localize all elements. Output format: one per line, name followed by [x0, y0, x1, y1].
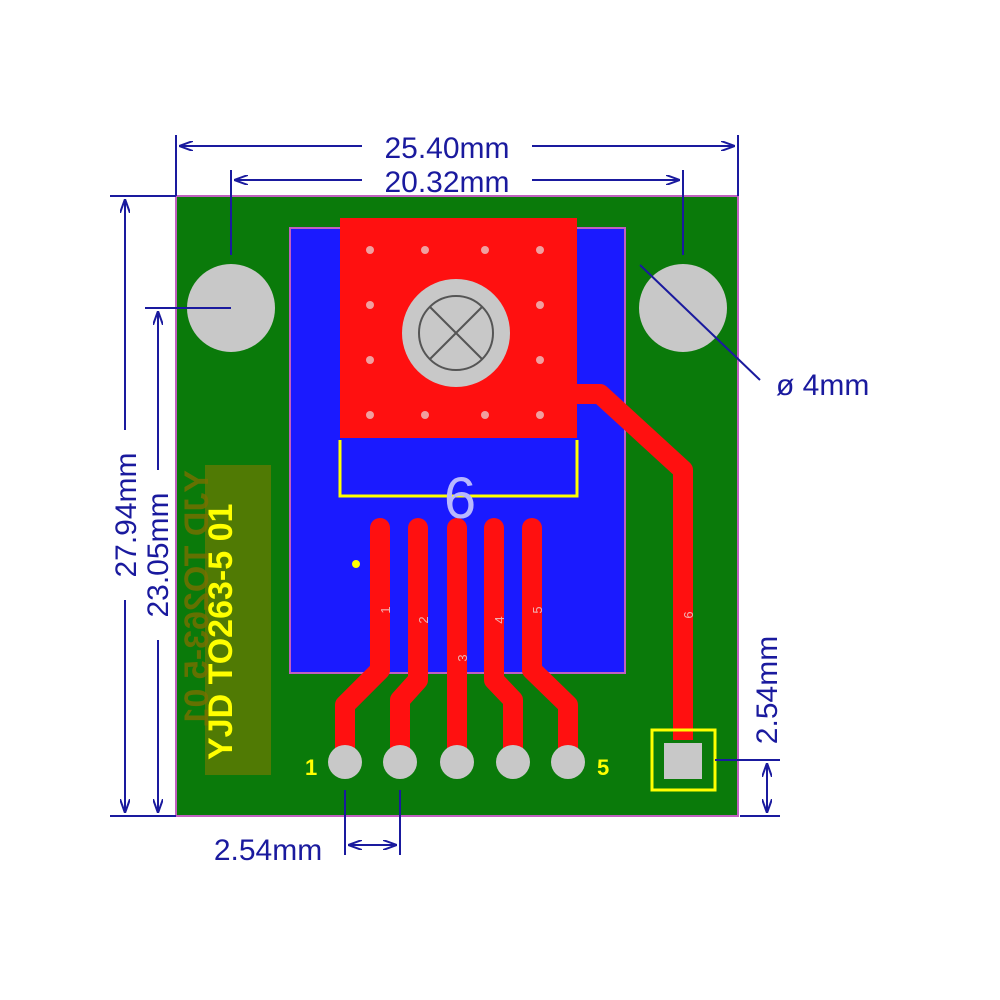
trace-label-1: 1 [378, 606, 393, 613]
tab-number-label: 6 [444, 466, 476, 531]
dimension-height-inner: 23.05mm [142, 307, 231, 812]
svg-text:2.54mm: 2.54mm [214, 834, 322, 867]
pin-traces [335, 518, 578, 770]
dimension-width-outer: 25.40mm [175, 130, 739, 196]
dimension-width-holes: 20.32mm [230, 164, 684, 255]
dimension-pitch-bottom: 2.54mm [214, 790, 401, 867]
trace-label-4: 4 [492, 616, 507, 623]
center-mounting-hole [402, 279, 510, 387]
board-title-mirrored: YJD TO263-5 01 [178, 470, 216, 726]
svg-text:2.54mm: 2.54mm [751, 636, 784, 744]
trace-label-2: 2 [416, 616, 431, 623]
dimension-pitch-right: 2.54mm [715, 636, 784, 817]
tab-vias [366, 246, 544, 419]
svg-text:23.05mm: 23.05mm [142, 492, 175, 617]
pad-6-square [664, 743, 702, 779]
svg-text:20.32mm: 20.32mm [384, 166, 509, 199]
dimension-hole-diameter: ø 4mm [639, 264, 869, 402]
dimension-height-outer: 27.94mm [110, 195, 176, 817]
pin-last-label: 5 [597, 755, 609, 780]
trace-label-6: 6 [681, 611, 696, 618]
trace-label-3: 3 [455, 654, 470, 661]
pin1-indicator-dot [352, 560, 360, 568]
pin-first-label: 1 [305, 755, 317, 780]
svg-text:27.94mm: 27.94mm [110, 452, 143, 577]
through-hole-pads [328, 745, 585, 779]
silkscreen-label-shadow [205, 465, 271, 775]
tab-silkscreen-outline [338, 440, 579, 498]
svg-text:25.40mm: 25.40mm [384, 132, 509, 165]
board-title: YJD TO263-5 01 [202, 504, 240, 760]
trace-label-5: 5 [530, 606, 545, 613]
svg-text:ø 4mm: ø 4mm [776, 369, 869, 402]
trace-pin6 [577, 384, 693, 740]
